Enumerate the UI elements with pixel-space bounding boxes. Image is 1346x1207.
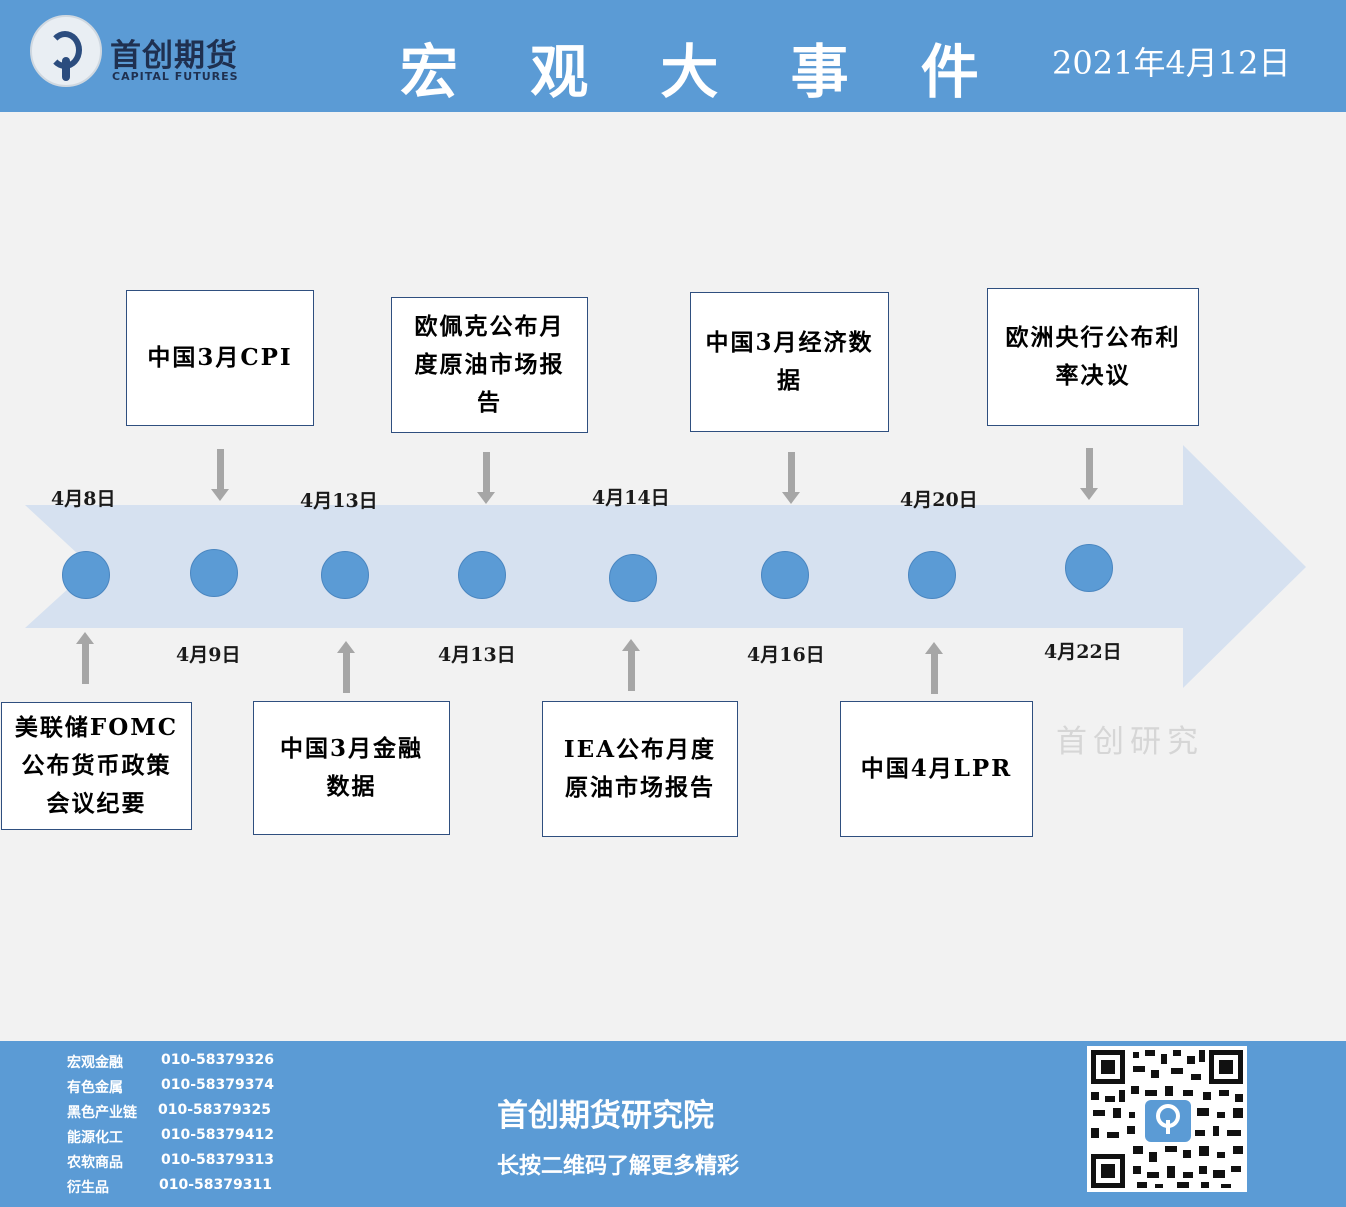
event-box: 中国3月CPI	[126, 290, 314, 426]
arrow-down-icon	[782, 452, 800, 504]
contact-dept: 有色金属	[67, 1080, 123, 1096]
header-bar	[0, 0, 1346, 112]
arrow-up-icon	[925, 642, 943, 694]
timeline-dot	[458, 551, 506, 599]
contact-phone: 010-58379311	[159, 1177, 272, 1193]
date-label: 4月16日	[747, 644, 825, 666]
qr-code-icon[interactable]	[1087, 1046, 1247, 1192]
report-date: 2021年4月12日	[1052, 44, 1291, 82]
logo-chinese-name: 首创期货	[110, 38, 238, 74]
arrow-up-icon	[76, 632, 94, 684]
footer-tagline: 长按二维码了解更多精彩	[497, 1154, 740, 1179]
date-label: 4月22日	[1044, 641, 1122, 663]
event-box: IEA公布月度原油市场报告	[542, 701, 738, 837]
event-box: 欧佩克公布月度原油市场报告	[391, 297, 588, 433]
arrow-down-icon	[477, 452, 495, 504]
date-label: 4月13日	[438, 644, 516, 666]
arrow-up-icon	[622, 639, 640, 691]
timeline-dot	[609, 554, 657, 602]
event-box: 中国3月经济数据	[690, 292, 889, 432]
date-label: 4月9日	[176, 644, 241, 666]
contact-dept: 能源化工	[67, 1130, 123, 1146]
contact-phone: 010-58379313	[161, 1152, 274, 1168]
contact-phone: 010-58379412	[161, 1127, 274, 1143]
date-label: 4月13日	[300, 490, 378, 512]
timeline-dot	[190, 549, 238, 597]
date-label: 4月14日	[592, 487, 670, 509]
page-title: 宏 观 大 事 件	[400, 38, 1005, 106]
contact-dept: 宏观金融	[67, 1055, 123, 1071]
event-box: 美联储FOMC公布货币政策会议纪要	[1, 702, 192, 830]
contact-dept: 农软商品	[67, 1155, 123, 1171]
date-label: 4月8日	[51, 488, 116, 510]
contact-phone: 010-58379326	[161, 1052, 274, 1068]
arrow-down-icon	[211, 449, 229, 501]
event-box: 中国4月LPR	[840, 701, 1033, 837]
timeline-arrow	[25, 445, 1306, 688]
timeline-dot	[761, 551, 809, 599]
timeline-dot	[908, 551, 956, 599]
company-logo-icon	[30, 15, 102, 87]
logo-english-name: CAPITAL FUTURES	[112, 70, 239, 83]
event-box: 中国3月金融数据	[253, 701, 450, 835]
contact-phone: 010-58379374	[161, 1077, 274, 1093]
timeline-dot	[1065, 544, 1113, 592]
date-label: 4月20日	[900, 489, 978, 511]
timeline-dot	[321, 551, 369, 599]
contact-phone: 010-58379325	[158, 1102, 271, 1118]
contact-dept: 衍生品	[67, 1180, 109, 1196]
event-box: 欧洲央行公布利率决议	[987, 288, 1199, 426]
arrow-down-icon	[1080, 448, 1098, 500]
contact-dept: 黑色产业链	[67, 1105, 137, 1121]
arrow-up-icon	[337, 641, 355, 693]
watermark: 首创研究	[1056, 724, 1204, 760]
timeline-dot	[62, 551, 110, 599]
institute-name: 首创期货研究院	[497, 1098, 714, 1134]
